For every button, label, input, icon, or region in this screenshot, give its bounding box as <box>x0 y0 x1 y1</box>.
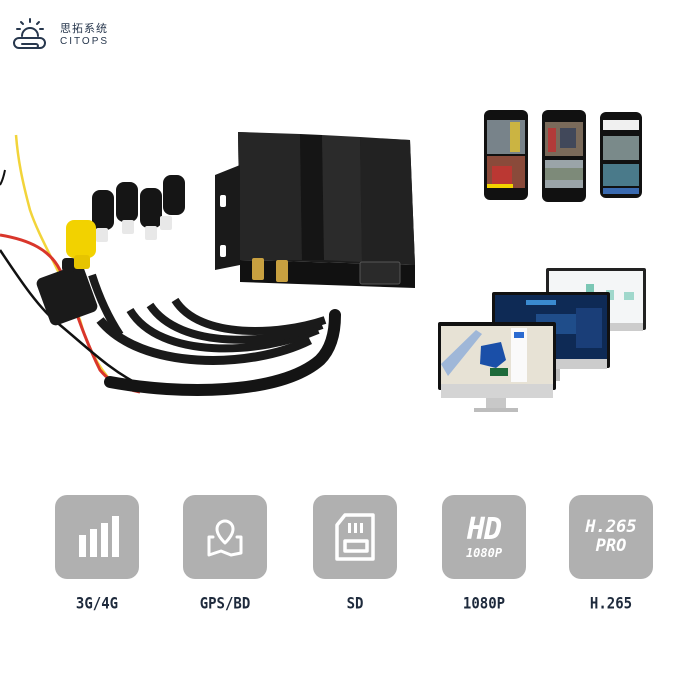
desktop-platform-screens <box>438 268 646 412</box>
feature-tile <box>55 495 139 579</box>
phone-1 <box>484 110 528 200</box>
feature-label: SD <box>346 594 364 614</box>
sd-card-icon <box>335 513 375 561</box>
phone-2 <box>542 110 586 202</box>
feature-gps-bd: GPS/BD <box>183 495 267 614</box>
brand-name-en: CITOPS <box>60 36 110 47</box>
feature-label: 3G/4G <box>75 594 119 614</box>
feature-tile: H.265 PRO <box>569 495 653 579</box>
feature-label: GPS/BD <box>199 594 251 614</box>
feature-tile <box>183 495 267 579</box>
cloud-sun-icon <box>13 18 46 49</box>
feature-sd: SD <box>313 495 397 614</box>
feature-list: 3G/4G GPS/BD SD <box>0 495 700 615</box>
feature-tile: HD 1080P <box>442 495 526 579</box>
signal-bars-icon <box>79 516 119 557</box>
feature-3g4g: 3G/4G <box>55 495 139 614</box>
brand-logo: 思拓系统 CITOPS <box>10 16 110 52</box>
feature-1080p: HD 1080P 1080P <box>442 495 526 614</box>
monitor-map-tracking <box>438 322 556 412</box>
mobile-app-screens <box>484 110 642 202</box>
feature-h265: H.265 PRO H.265 <box>569 495 653 614</box>
map-pin-icon <box>207 519 243 557</box>
h265-pro-icon: H.265 PRO <box>585 517 637 556</box>
feature-tile <box>313 495 397 579</box>
phone-3 <box>600 112 642 198</box>
feature-label: H.265 <box>589 594 633 614</box>
hd-1080p-icon: HD 1080P <box>465 512 503 560</box>
feature-label: 1080P <box>462 594 506 614</box>
mobile-dvr-device <box>0 132 415 396</box>
brand-name-cn: 思拓系统 <box>60 22 108 35</box>
